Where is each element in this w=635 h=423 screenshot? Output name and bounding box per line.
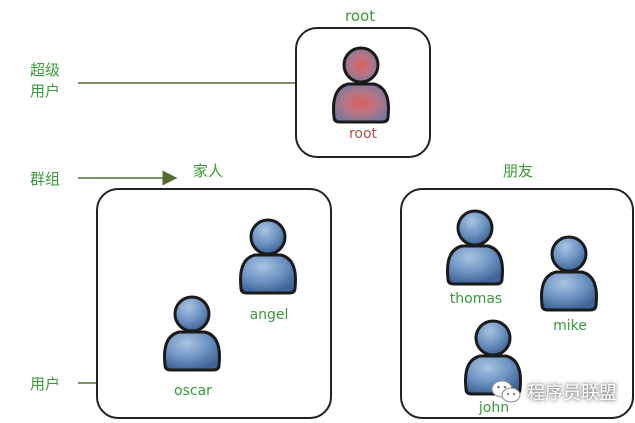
john-user-name: john [478, 400, 510, 416]
mike-user-name: mike [553, 318, 587, 334]
oscar-user-name: oscar [174, 383, 212, 399]
user-label: 用户 [30, 375, 61, 393]
root-user-name: root [348, 126, 378, 142]
oscar-user-icon[interactable] [161, 294, 223, 374]
root-header: root [345, 7, 376, 25]
user-icon [239, 218, 297, 295]
friends-title: 朋友 [503, 162, 534, 180]
angel-user-icon[interactable] [237, 217, 299, 297]
user-icon [540, 235, 598, 312]
family-group-box: angel oscar [96, 188, 332, 419]
root-user-icon[interactable] [330, 44, 392, 126]
friends-group-box: thomas mike john [400, 188, 634, 419]
user-icon [446, 209, 504, 286]
angel-user-name: angel [249, 307, 289, 323]
family-title: 家人 [193, 162, 224, 180]
watermark: 程序员联盟 [491, 379, 617, 405]
mike-user-icon[interactable] [538, 234, 600, 314]
user-icon [332, 46, 390, 124]
thomas-user-icon[interactable] [444, 208, 506, 288]
root-box: root [295, 27, 431, 158]
wechat-icon [491, 380, 521, 403]
user-icon [163, 295, 221, 372]
group-label: 群组 [30, 170, 61, 188]
thomas-user-name: thomas [449, 291, 503, 307]
superuser-label: 超级用户 [30, 61, 61, 100]
watermark-text: 程序员联盟 [527, 383, 617, 404]
